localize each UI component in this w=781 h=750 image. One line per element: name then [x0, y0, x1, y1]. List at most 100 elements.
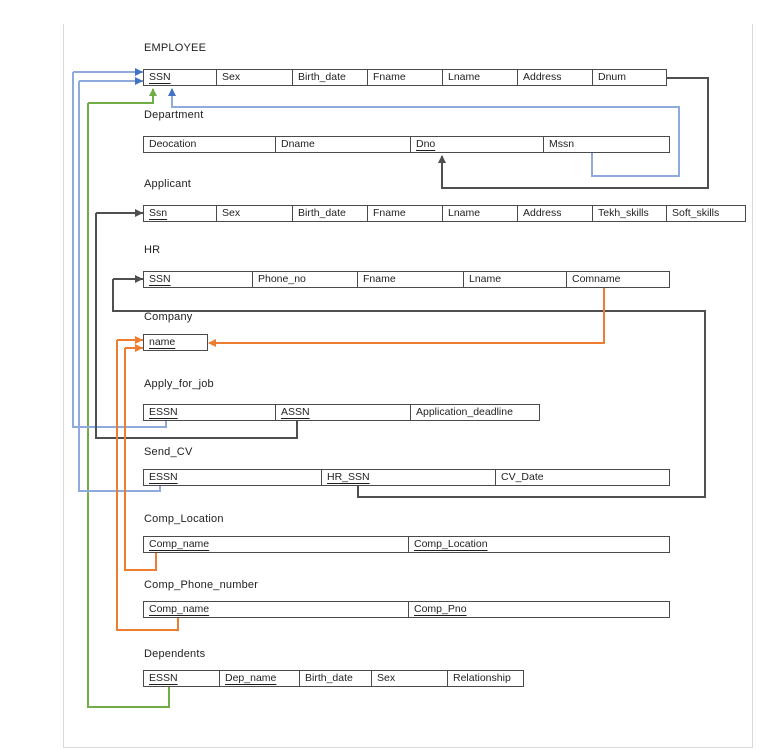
- connector-comploc_to_company_name-segment: [125, 569, 157, 571]
- column-cell-department-dname: Dname: [276, 136, 411, 153]
- column-cell-comp_location-comp_name: Comp_name: [143, 536, 409, 553]
- column-cell-hr-comname: Comname: [567, 271, 670, 288]
- column-cell-employee-sex: Sex: [217, 69, 293, 86]
- column-cell-employee-ssn: SSN: [143, 69, 217, 86]
- column-cell-department-deocation: Deocation: [143, 136, 276, 153]
- connector-dnum_to_dno-segment: [441, 156, 443, 189]
- table-title-apply_for_job: Apply_for_job: [144, 378, 214, 390]
- connector-hrssn_to_hr_ssn-arrowhead: [135, 274, 143, 283]
- connector-comploc_to_company_name-segment: [125, 347, 143, 349]
- column-cell-send_cv-cv_date: CV_Date: [496, 469, 670, 486]
- connector-sendcv_essn_to_employee_ssn-arrowhead: [135, 76, 143, 85]
- column-cell-hr-phone_no: Phone_no: [253, 271, 358, 288]
- column-cell-department-dno: Dno: [411, 136, 544, 153]
- connector-compphone_to_company_name-segment: [116, 340, 118, 631]
- column-cell-applicant-fname: Fname: [368, 205, 443, 222]
- connector-assn_to_applicant_ssn-segment: [96, 212, 143, 214]
- connector-hrssn_to_hr_ssn-segment: [357, 486, 359, 498]
- connector-apply_essn_to_employee_ssn-segment: [73, 71, 143, 73]
- connector-apply_essn_to_employee_ssn-arrowhead: [135, 67, 143, 76]
- column-cell-applicant-sex: Sex: [217, 205, 293, 222]
- connector-compphone_to_company_name-segment: [117, 339, 143, 341]
- table-title-hr: HR: [144, 244, 161, 256]
- connector-assn_to_applicant_ssn-segment: [95, 213, 97, 439]
- connector-mssn_to_ssn-segment: [591, 152, 593, 177]
- page-border-left: [63, 24, 64, 747]
- table-title-company: Company: [144, 311, 193, 323]
- connector-comname_to_company_name-arrowhead: [208, 338, 216, 347]
- connector-dependents_essn_to_employee_ssn-segment: [152, 89, 154, 104]
- table-title-department: Department: [144, 109, 204, 121]
- column-cell-comp_location-comp_location: Comp_Location: [409, 536, 670, 553]
- connector-mssn_to_ssn-segment: [171, 89, 173, 108]
- column-cell-applicant-soft_skills: Soft_skills: [667, 205, 746, 222]
- connector-sendcv_essn_to_employee_ssn-segment: [78, 81, 80, 492]
- table-title-dependents: Dependents: [144, 648, 206, 660]
- table-title-comp_phone_number: Comp_Phone_number: [144, 579, 259, 591]
- page-border-right: [752, 24, 753, 747]
- column-cell-dependents-essn: ESSN: [143, 670, 220, 687]
- connector-hrssn_to_hr_ssn-segment: [113, 310, 706, 312]
- connector-hrssn_to_hr_ssn-segment: [112, 279, 114, 312]
- connector-apply_essn_to_employee_ssn-segment: [165, 421, 167, 428]
- column-cell-employee-fname: Fname: [368, 69, 443, 86]
- column-cell-applicant-birth_date: Birth_date: [293, 205, 368, 222]
- table-title-comp_location: Comp_Location: [144, 513, 224, 525]
- table-title-employee: EMPLOYEE: [144, 42, 207, 54]
- column-cell-employee-lname: Lname: [443, 69, 518, 86]
- connector-dnum_to_dno-segment: [442, 187, 709, 189]
- connector-comploc_to_company_name-arrowhead: [135, 343, 143, 352]
- column-cell-employee-address: Address: [518, 69, 593, 86]
- connector-sendcv_essn_to_employee_ssn-segment: [79, 80, 143, 82]
- column-cell-dependents-relationship: Relationship: [448, 670, 524, 687]
- connector-dnum_to_dno-segment: [667, 77, 709, 79]
- column-cell-apply_for_job-assn: ASSN: [276, 404, 411, 421]
- connector-assn_to_applicant_ssn-segment: [296, 421, 298, 439]
- connector-dnum_to_dno-arrowhead: [437, 155, 446, 163]
- connector-compphone_to_company_name-arrowhead: [135, 335, 143, 344]
- connector-dependents_essn_to_employee_ssn-segment: [88, 706, 170, 708]
- column-cell-applicant-tekh_skills: Tekh_skills: [593, 205, 667, 222]
- column-cell-apply_for_job-application_deadline: Application_deadline: [411, 404, 540, 421]
- page-border-bottom: [63, 747, 753, 748]
- column-cell-comp_phone_number-comp_pno: Comp_Pno: [409, 601, 670, 618]
- column-cell-send_cv-essn: ESSN: [143, 469, 322, 486]
- connector-hrssn_to_hr_ssn-segment: [358, 496, 706, 498]
- table-title-send_cv: Send_CV: [144, 446, 193, 458]
- column-cell-apply_for_job-essn: ESSN: [143, 404, 276, 421]
- column-cell-hr-fname: Fname: [358, 271, 464, 288]
- column-cell-applicant-ssn: Ssn: [143, 205, 217, 222]
- column-cell-department-mssn: Mssn: [544, 136, 670, 153]
- connector-apply_essn_to_employee_ssn-segment: [73, 426, 167, 428]
- connector-mssn_to_ssn-arrowhead: [167, 88, 176, 96]
- connector-comname_to_company_name-segment: [209, 342, 605, 344]
- connector-mssn_to_ssn-segment: [172, 106, 680, 108]
- column-cell-employee-birth_date: Birth_date: [293, 69, 368, 86]
- connector-dependents_essn_to_employee_ssn-segment: [168, 687, 170, 708]
- connector-dnum_to_dno-segment: [707, 78, 709, 189]
- connector-sendcv_essn_to_employee_ssn-segment: [159, 486, 161, 492]
- column-cell-hr-lname: Lname: [464, 271, 567, 288]
- column-cell-employee-dnum: Dnum: [593, 69, 667, 86]
- connector-dependents_essn_to_employee_ssn-segment: [87, 103, 89, 708]
- connector-mssn_to_ssn-segment: [678, 107, 680, 177]
- column-cell-hr-ssn: SSN: [143, 271, 253, 288]
- connector-comploc_to_company_name-segment: [124, 348, 126, 571]
- connector-dependents_essn_to_employee_ssn-segment: [88, 102, 154, 104]
- column-cell-applicant-lname: Lname: [443, 205, 518, 222]
- column-cell-dependents-birth_date: Birth_date: [300, 670, 372, 687]
- connector-compphone_to_company_name-segment: [177, 618, 179, 631]
- connector-comname_to_company_name-segment: [603, 288, 605, 344]
- connector-assn_to_applicant_ssn-segment: [96, 437, 298, 439]
- column-cell-applicant-address: Address: [518, 205, 593, 222]
- connector-dependents_essn_to_employee_ssn-arrowhead: [148, 88, 157, 96]
- connector-mssn_to_ssn-segment: [592, 175, 680, 177]
- column-cell-send_cv-hr_ssn: HR_SSN: [322, 469, 496, 486]
- connector-comploc_to_company_name-segment: [155, 553, 157, 571]
- connector-apply_essn_to_employee_ssn-segment: [72, 72, 74, 428]
- connector-assn_to_applicant_ssn-arrowhead: [135, 208, 143, 217]
- column-cell-company-name: name: [143, 334, 208, 351]
- connector-hrssn_to_hr_ssn-segment: [704, 311, 706, 498]
- connector-hrssn_to_hr_ssn-segment: [113, 278, 143, 280]
